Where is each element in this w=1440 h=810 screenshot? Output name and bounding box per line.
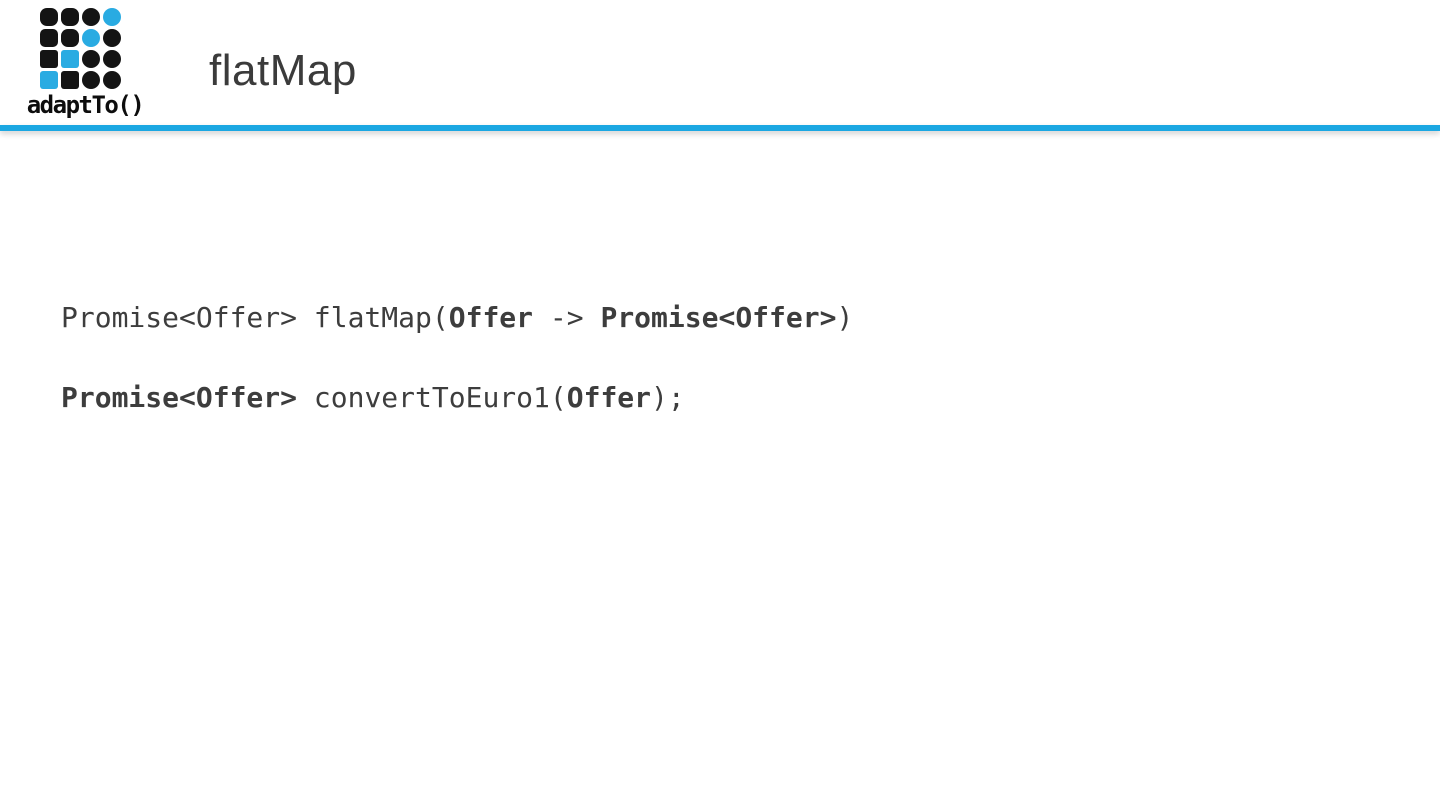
code-segment: -> [533, 301, 601, 334]
logo-dot-black [103, 29, 121, 47]
code-block: Promise<Offer> flatMap(Offer -> Promise<… [61, 298, 853, 418]
logo-dot-black [40, 29, 58, 47]
code-segment-bold: Offer [448, 301, 534, 334]
logo-dot-black [82, 50, 100, 68]
logo-dot-grid [40, 8, 121, 89]
logo-dot-blue [40, 71, 58, 89]
logo-dot-black [61, 8, 79, 26]
code-segment-bold: Promise<Offer> [600, 301, 837, 334]
logo-dot-black [103, 50, 121, 68]
logo-dot-black [82, 71, 100, 89]
code-segment: ) [836, 301, 854, 334]
logo-dot-blue [103, 8, 121, 26]
logo-dot-black [103, 71, 121, 89]
logo-dot-black [40, 8, 58, 26]
slide-header: adaptTo() flatMap [0, 0, 1440, 125]
code-segment-bold: Promise<Offer> [61, 381, 298, 414]
logo-dot-blue [82, 29, 100, 47]
code-segment-bold: Offer [566, 381, 652, 414]
code-line: Promise<Offer> convertToEuro1(Offer); [61, 378, 853, 418]
code-line: Promise<Offer> flatMap(Offer -> Promise<… [61, 298, 853, 338]
code-segment: convertToEuro1( [297, 381, 567, 414]
logo-dot-black [61, 29, 79, 47]
code-segment: ); [651, 381, 685, 414]
code-segment: Promise<Offer> flatMap( [61, 301, 449, 334]
logo-dot-blue [61, 50, 79, 68]
logo-dot-black [61, 71, 79, 89]
logo-dot-black [40, 50, 58, 68]
logo-dot-black [82, 8, 100, 26]
header-divider-rule [0, 125, 1440, 131]
logo-wordmark: adaptTo() [26, 91, 145, 119]
slide-title: flatMap [209, 46, 357, 95]
